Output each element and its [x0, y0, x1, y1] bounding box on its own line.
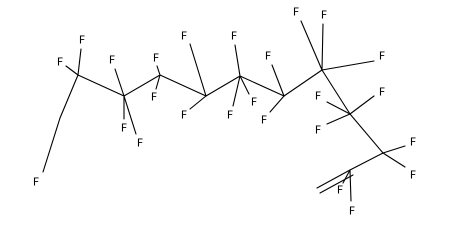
- carbon-fluorine-bond: [349, 95, 375, 115]
- fluorine-atom-label: F: [57, 56, 63, 69]
- carbon-carbon-bond: [239, 75, 285, 97]
- fluorine-atom-label: F: [181, 109, 187, 122]
- carbon-fluorine-bond: [349, 169, 352, 202]
- fluorine-atom-label: F: [321, 9, 327, 22]
- carbon-fluorine-bond: [114, 68, 125, 97]
- carbon-fluorine-bond: [326, 101, 351, 115]
- fluorine-atom-label: F: [337, 184, 343, 197]
- carbon-fluorine-bond: [326, 113, 351, 125]
- fluorine-atom-label: F: [181, 30, 187, 43]
- carbon-fluorine-bond: [155, 74, 161, 90]
- bond-layer: [42, 20, 406, 202]
- fluorine-atom-label: F: [293, 6, 299, 19]
- carbon-carbon-bond: [59, 74, 79, 119]
- carbon-fluorine-bond: [239, 75, 250, 95]
- carbon-carbon-bond: [123, 74, 161, 97]
- carbon-fluorine-bond: [271, 64, 285, 97]
- fluorine-atom-label: F: [261, 114, 267, 127]
- fluorine-atom-label: F: [151, 91, 157, 104]
- fluorine-atom-label: F: [109, 54, 115, 67]
- carbon-fluorine-bond: [156, 65, 161, 76]
- fluorine-atom-label: F: [33, 176, 39, 189]
- carbon-carbon-bond: [349, 113, 384, 154]
- carbon-carbon-bond: [159, 74, 207, 97]
- carbon-fluorine-bond: [77, 48, 82, 76]
- carbon-fluorine-bond: [342, 169, 351, 184]
- fluorine-atom-label: F: [153, 52, 159, 65]
- carbon-fluorine-bond: [232, 75, 241, 107]
- fluorine-atom-label: F: [410, 136, 416, 149]
- carbon-carbon-bond: [77, 74, 125, 97]
- carbon-fluorine-bond: [42, 117, 61, 173]
- carbon-carbon-bond: [205, 75, 241, 97]
- carbon-fluorine-bond: [321, 23, 324, 71]
- fluorine-atom-label: F: [79, 34, 85, 47]
- carbon-fluorine-bond: [382, 145, 406, 154]
- fluorine-atom-label: F: [379, 50, 385, 63]
- fluorine-atom-label: F: [227, 109, 233, 122]
- double-bond-line-1: [316, 169, 351, 189]
- fluorine-atom-label: F: [349, 205, 355, 218]
- fluorine-atom-label: F: [265, 50, 271, 63]
- carbon-carbon-bond: [283, 69, 323, 97]
- fluorine-atom-label: F: [231, 30, 237, 43]
- double-bond-line-2: [319, 174, 354, 194]
- fluorine-atom-label: F: [251, 96, 257, 109]
- carbon-fluorine-bond: [382, 152, 406, 168]
- carbon-fluorine-bond: [234, 44, 241, 77]
- fluorine-atom-label: F: [315, 124, 321, 137]
- fluorine-atom-label: F: [137, 137, 143, 150]
- carbon-fluorine-bond: [300, 20, 323, 71]
- fluorine-atom-label: F: [410, 169, 416, 182]
- carbon-fluorine-bond: [269, 95, 285, 113]
- carbon-carbon-bond: [321, 69, 351, 115]
- fluorine-atom-label: F: [315, 90, 321, 103]
- carbon-fluorine-bond: [321, 60, 375, 71]
- carbon-fluorine-bond: [189, 43, 207, 97]
- carbon-fluorine-bond: [123, 95, 137, 135]
- carbon-fluorine-bond: [65, 65, 79, 76]
- carbon-carbon-bond: [349, 152, 384, 171]
- fluorine-atom-label: F: [379, 86, 385, 99]
- carbon-fluorine-bond: [189, 95, 207, 110]
- fluorine-atom-label: F: [121, 122, 127, 135]
